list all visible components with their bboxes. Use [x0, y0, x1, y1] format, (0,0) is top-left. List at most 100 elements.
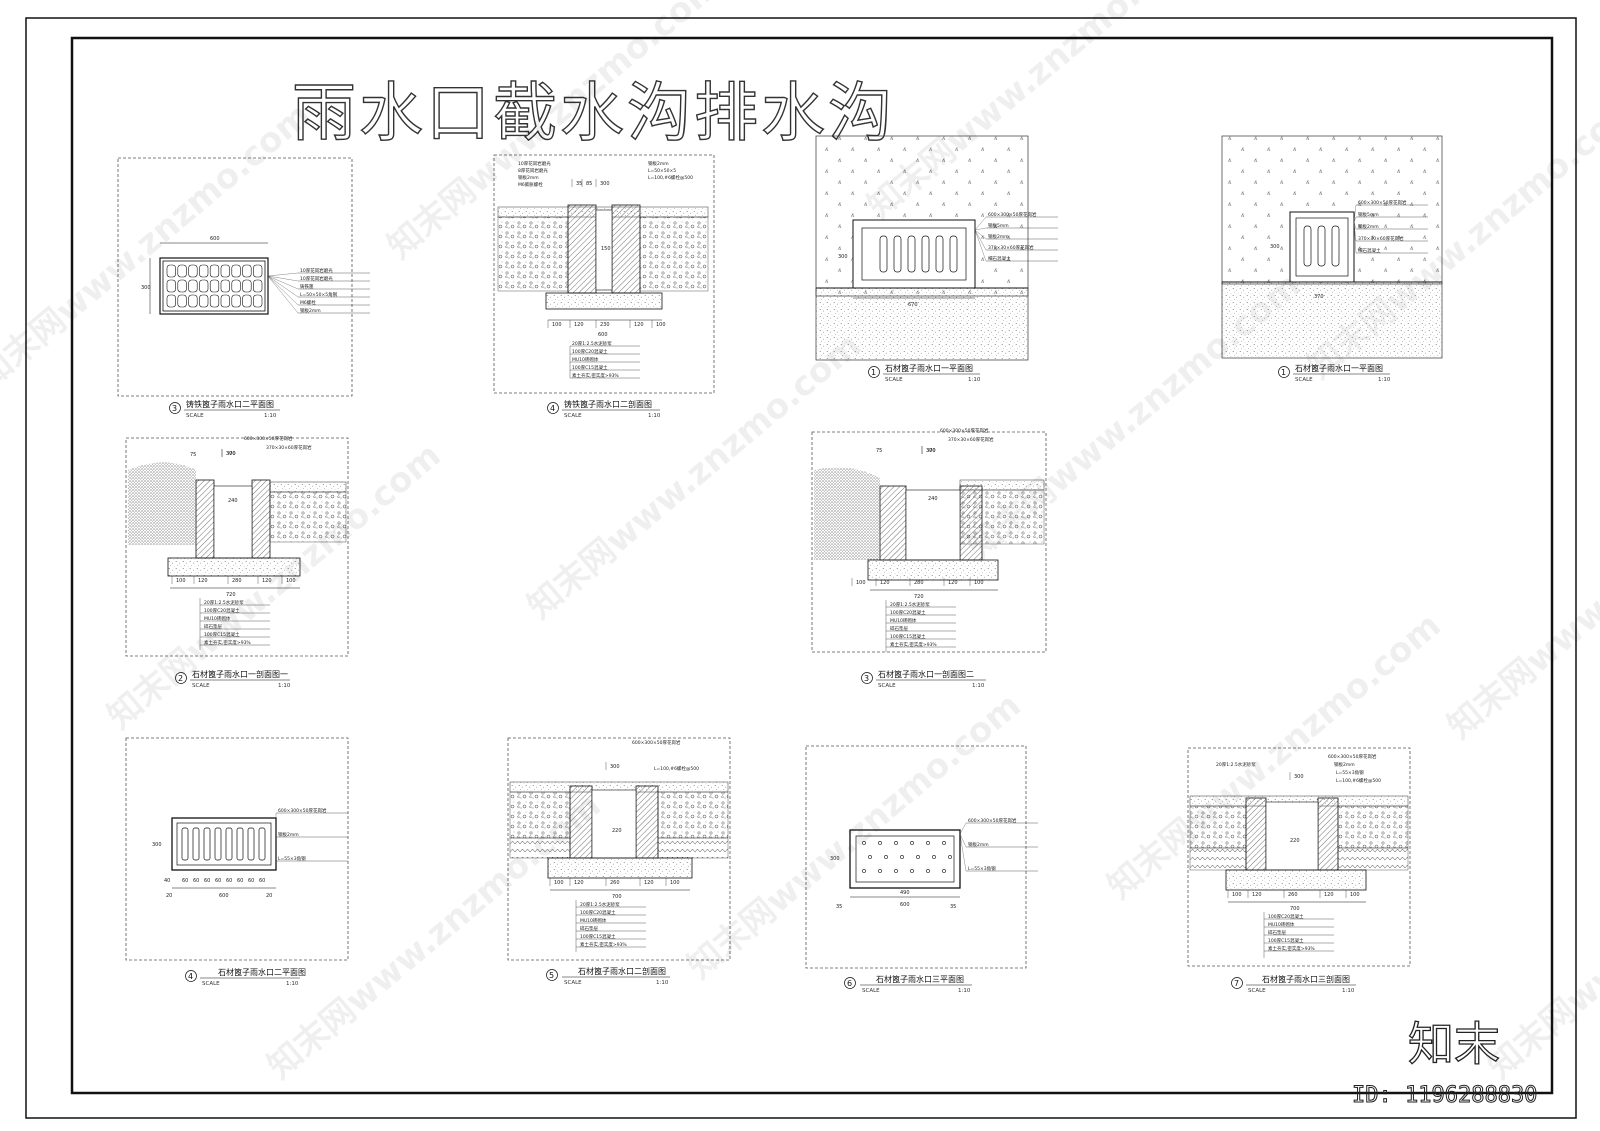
grate-slot	[188, 279, 198, 293]
drain-hole	[878, 841, 882, 845]
p8-dim-3: 120	[574, 880, 584, 886]
drain-hole	[916, 855, 920, 859]
drain-hole	[862, 841, 866, 845]
p3-caption: 石材篦子雨水口一平面图	[885, 363, 973, 373]
svg-text:SCALE: SCALE	[885, 377, 903, 383]
svg-text:1:10: 1:10	[958, 988, 971, 994]
grate-slot	[177, 294, 187, 308]
watermark-text: 知末网www.znzmo.com	[680, 685, 1029, 987]
svg-text:5: 5	[549, 971, 554, 980]
p3-note-0: 600×300×50厚花岗岩	[988, 211, 1037, 218]
grate-slot	[231, 294, 241, 308]
grate-slot	[181, 827, 189, 861]
grate-slot	[188, 294, 198, 308]
p2-note-8: 100厚C20混凝土	[572, 348, 608, 355]
p5-dim-1: 300	[226, 451, 236, 457]
p2-note-1: 8厚花岗岩磨光	[518, 167, 548, 174]
brand-logo: 知末	[1408, 1017, 1500, 1071]
p8-dim-0: 300	[610, 764, 620, 770]
grate-slot	[199, 279, 209, 293]
svg-text:6: 6	[847, 979, 852, 988]
svg-text:4: 4	[550, 404, 555, 413]
svg-text:SCALE: SCALE	[192, 683, 210, 689]
p10-note-9: 素土夯实,密实度>93%	[1268, 945, 1315, 952]
svg-text:1:10: 1:10	[264, 413, 277, 419]
p5-dim-7: 100	[286, 578, 296, 584]
drain-hole	[932, 855, 936, 859]
p6-dim-6: 120	[948, 580, 958, 586]
p6-note-3: 100厚C20混凝土	[890, 609, 926, 616]
grate-slot	[220, 279, 230, 293]
p6-dim-inner: 240	[928, 496, 938, 502]
p2-dim-9: 120	[634, 322, 644, 328]
p2-dim-1: 85	[586, 181, 592, 187]
p7-dim-slot-1: 60	[193, 878, 199, 884]
p7-note-0: 600×300×50厚花岗岩	[278, 807, 327, 814]
p9-dim-35: 35	[836, 904, 842, 910]
p6-dim-3: 100	[856, 580, 866, 586]
p10-note-6: MU10砖砌体	[1268, 921, 1295, 928]
p2-dim-6: 100	[552, 322, 562, 328]
p7-dim-40: 40	[164, 878, 170, 884]
svg-text:670: 670	[908, 302, 918, 308]
svg-text:SCALE: SCALE	[878, 683, 896, 689]
p3-note-3: 370×30×60厚花岗岩	[988, 244, 1034, 251]
p5-caption: 石材篦子雨水口一剖面图一	[192, 669, 288, 679]
drain-hole	[942, 869, 946, 873]
drain-hole	[862, 869, 866, 873]
grate-slot	[242, 264, 252, 278]
p5-dim-4: 120	[198, 578, 208, 584]
p7-dim-slot-4: 60	[226, 878, 232, 884]
p6-dim-75: 75	[876, 448, 882, 454]
p6-note-5: 碎石垫层	[890, 625, 908, 632]
p10-note-5: 100厚C20混凝土	[1268, 913, 1304, 920]
p2-note-0: 10厚花岗岩磨光	[518, 160, 551, 167]
p5-dim-5: 280	[232, 578, 242, 584]
p6-dim-7: 100	[974, 580, 984, 586]
svg-text:3: 3	[172, 404, 177, 413]
p1-note-5: 钢板2mm	[300, 307, 321, 314]
svg-text:600: 600	[900, 902, 910, 908]
p5-dim-75: 75	[190, 452, 196, 458]
p8-caption: 石材篦子雨水口二剖面图	[578, 966, 666, 976]
p2-dim-total: 600	[598, 332, 608, 338]
svg-text:1:10: 1:10	[1378, 377, 1391, 383]
p6-note-4: MU10砖砌体	[890, 617, 917, 624]
svg-text:SCALE: SCALE	[1248, 988, 1266, 994]
grate-slot	[231, 264, 241, 278]
grate-slot	[166, 264, 176, 278]
drain-hole	[926, 841, 930, 845]
drain-hole	[948, 855, 952, 859]
svg-text:2: 2	[178, 674, 183, 683]
p10-dim-5: 120	[1324, 892, 1334, 898]
panel-stone-plan-1b: 370 300 600×300×50厚花岗岩钢板5mm钢板2mm370×30×6…	[1221, 135, 1443, 383]
grate-slot	[247, 827, 255, 861]
p6-caption: 石材篦子雨水口一剖面图二	[878, 669, 974, 679]
p8-dim-4: 260	[610, 880, 620, 886]
p10-dim-inner: 220	[1290, 838, 1300, 844]
p10-dim-6: 100	[1350, 892, 1360, 898]
p1-dim-width: 600	[210, 236, 220, 242]
p5-note-2: 20厚1:2.5水泥砂浆	[204, 599, 244, 606]
grate-slot	[949, 235, 958, 273]
p8-note-4: MU10砖砌体	[580, 917, 607, 924]
p2-note-3: M6膨胀螺栓	[518, 181, 543, 188]
grate-slot	[935, 235, 944, 273]
p6-note-6: 100厚C15混凝土	[890, 633, 926, 640]
p5-dim-3: 100	[176, 578, 186, 584]
drain-hole	[910, 869, 914, 873]
svg-text:1:10: 1:10	[972, 683, 985, 689]
svg-text:SCALE: SCALE	[564, 413, 582, 419]
svg-text:300: 300	[838, 254, 848, 260]
p6-dim-0: 370	[926, 448, 936, 454]
grate-slot	[1317, 225, 1326, 267]
p8-note-7: 素土夯实,密实度>93%	[580, 941, 627, 948]
p6-dim-5: 280	[914, 580, 924, 586]
outer-frame	[25, 17, 1577, 1119]
p5-note-6: 100厚C15混凝土	[204, 631, 240, 638]
grate-slot	[220, 294, 230, 308]
p8-note-6: 100厚C15混凝土	[580, 933, 616, 940]
